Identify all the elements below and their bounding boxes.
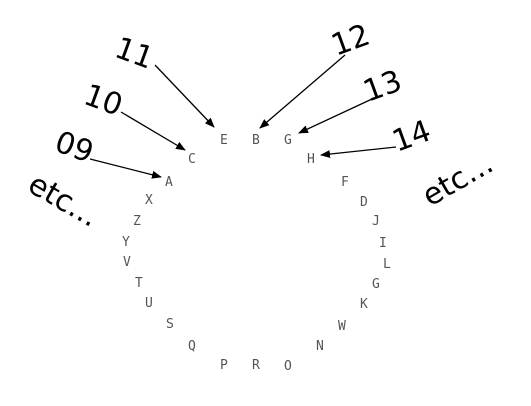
ring-letter-k: K <box>360 297 368 312</box>
ring-letter-w: W <box>338 319 346 334</box>
ring-letter-c: C <box>188 152 196 167</box>
callout-arrow-14 <box>320 146 397 159</box>
ring-letter-g-top: G <box>284 133 292 148</box>
ring-letter-a: A <box>165 175 173 190</box>
ring-letter-g-right: G <box>372 277 380 292</box>
callout-arrow-11 <box>154 64 215 128</box>
ring-letter-p: P <box>220 358 228 373</box>
ring-letter-y: Y <box>122 235 130 250</box>
ring-letter-z: Z <box>133 214 141 229</box>
callout-arrow-10 <box>120 111 186 151</box>
ring-letter-b: B <box>252 133 260 148</box>
ring-letter-x: X <box>145 193 153 208</box>
ring-letter-v: V <box>123 255 131 270</box>
callout-arrow-13 <box>298 98 373 134</box>
callout-arrow-09 <box>89 158 162 179</box>
ring-letter-i: I <box>379 236 387 251</box>
ring-letter-u: U <box>145 296 153 311</box>
ring-letter-l: L <box>383 257 391 272</box>
callout-arrow-12 <box>259 54 346 129</box>
ring-letter-r: R <box>252 358 260 373</box>
callout-label-12: 12 <box>327 18 375 64</box>
ring-letter-h: H <box>307 152 315 167</box>
callout-label-09: 09 <box>50 125 98 171</box>
callout-label-13: 13 <box>359 64 407 110</box>
ring-letter-t: T <box>135 276 143 291</box>
ring-letter-q: Q <box>188 339 196 354</box>
callout-label-10: 10 <box>79 78 127 124</box>
ring-letter-f: F <box>341 175 349 190</box>
ring-letter-s: S <box>166 317 174 332</box>
ring-letter-n: N <box>316 339 324 354</box>
ring-letter-o: O <box>284 359 292 374</box>
ring-letter-e: E <box>220 133 228 148</box>
callout-label-14: 14 <box>388 114 436 160</box>
etc-right-label: etc... <box>417 146 500 214</box>
callout-label-11: 11 <box>110 31 158 77</box>
ring-letter-j: J <box>372 214 380 229</box>
etc-left-label: etc... <box>22 167 105 235</box>
ring-letter-d: D <box>360 195 368 210</box>
